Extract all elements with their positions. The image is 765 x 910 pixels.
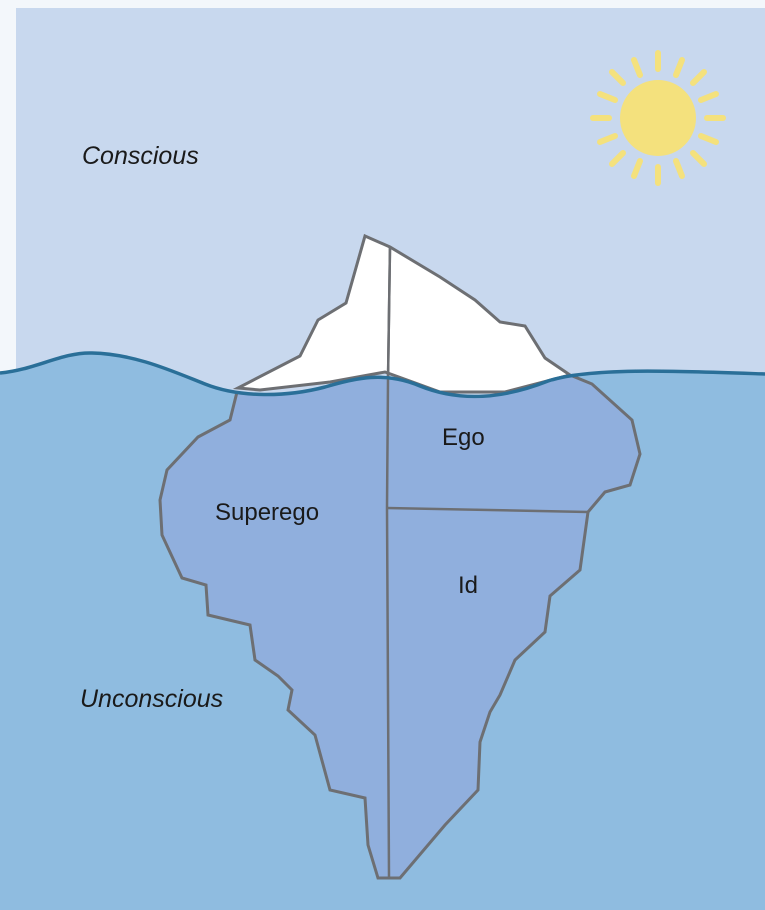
unconscious-label: Unconscious bbox=[80, 685, 223, 713]
id-label: Id bbox=[458, 572, 478, 599]
superego-label: Superego bbox=[215, 499, 319, 526]
conscious-label: Conscious bbox=[82, 142, 199, 170]
ego-label: Ego bbox=[442, 424, 485, 451]
